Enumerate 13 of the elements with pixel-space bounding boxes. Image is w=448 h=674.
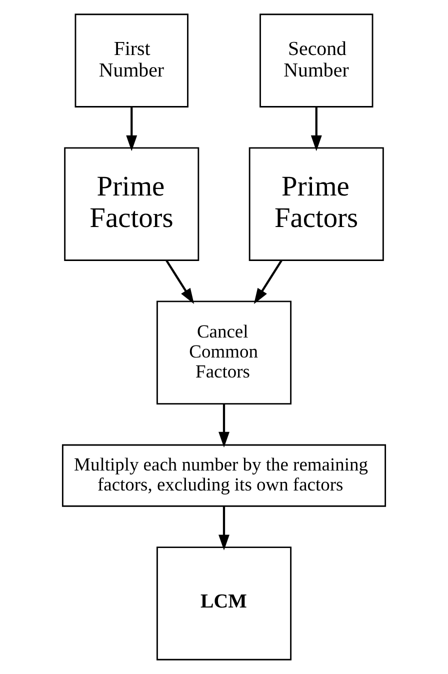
node-box: Second Number — [260, 14, 374, 108]
arrow — [126, 106, 138, 152]
node-box: Multiply each number by the remaining factors, excluding its own factors — [62, 444, 386, 507]
node-box: Prime Factors — [64, 147, 200, 261]
arrow — [310, 106, 322, 152]
node-box: First Number — [74, 14, 188, 108]
node-box: LCM — [156, 546, 292, 660]
arrow — [218, 506, 230, 550]
arrow — [218, 404, 230, 448]
arrow — [166, 260, 194, 304]
node-box: Cancel Common Factors — [156, 300, 292, 404]
node-box: Prime Factors — [248, 147, 384, 261]
arrow — [254, 260, 282, 304]
